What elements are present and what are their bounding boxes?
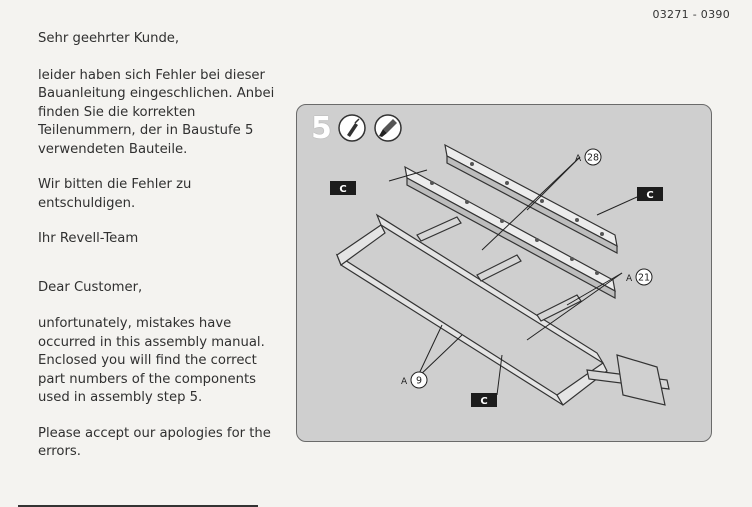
greeting-de: Sehr geehrter Kunde,: [38, 31, 180, 46]
correction-letter: Sehr geehrter Kunde, leider haben sich F…: [38, 30, 288, 462]
greeting-en: Dear Customer,: [38, 279, 143, 295]
apology-en: Please accept our apologies for the erro…: [38, 425, 271, 460]
callout-a28: A 28: [575, 148, 602, 166]
callout-a21-number: 21: [638, 273, 650, 284]
svg-text:C: C: [339, 184, 346, 195]
bottom-rule: [18, 505, 258, 507]
paint-tag: C: [330, 181, 356, 195]
paintbrush-icon: [374, 114, 402, 142]
body-en: unfortunately, mistakes have occurred in…: [38, 316, 265, 405]
body-de: leider haben sich Fehler bei dieser Baua…: [38, 67, 275, 157]
step-number: 5: [311, 111, 332, 146]
chassis-diagram: A 28 A 21 A 9 C C C: [330, 143, 670, 407]
callout-a28-number: 28: [587, 153, 599, 164]
svg-text:C: C: [646, 190, 653, 201]
signature-de: Ihr Revell-Team: [38, 231, 139, 246]
document-code: 03271 - 0390: [652, 8, 730, 21]
assembly-step-panel: A 28 A 21 A 9 C C C 5: [296, 104, 712, 442]
callout-a9: A 9: [401, 371, 428, 389]
apology-de: Wir bitten die Fehler zu entschuldigen.: [38, 177, 192, 211]
callout-a21: A 21: [626, 268, 653, 286]
callout-a28-prefix: A: [575, 154, 582, 164]
paint-tag: C: [637, 187, 663, 201]
svg-text:C: C: [480, 396, 487, 407]
frame-rail-a21: [404, 165, 616, 300]
paint-tag: C: [471, 393, 497, 407]
callout-a9-number: 9: [416, 376, 422, 387]
callout-a9-prefix: A: [401, 377, 408, 387]
callout-a21-prefix: A: [626, 274, 633, 284]
chassis-frame: [335, 213, 670, 406]
glue-icon: [338, 114, 366, 142]
